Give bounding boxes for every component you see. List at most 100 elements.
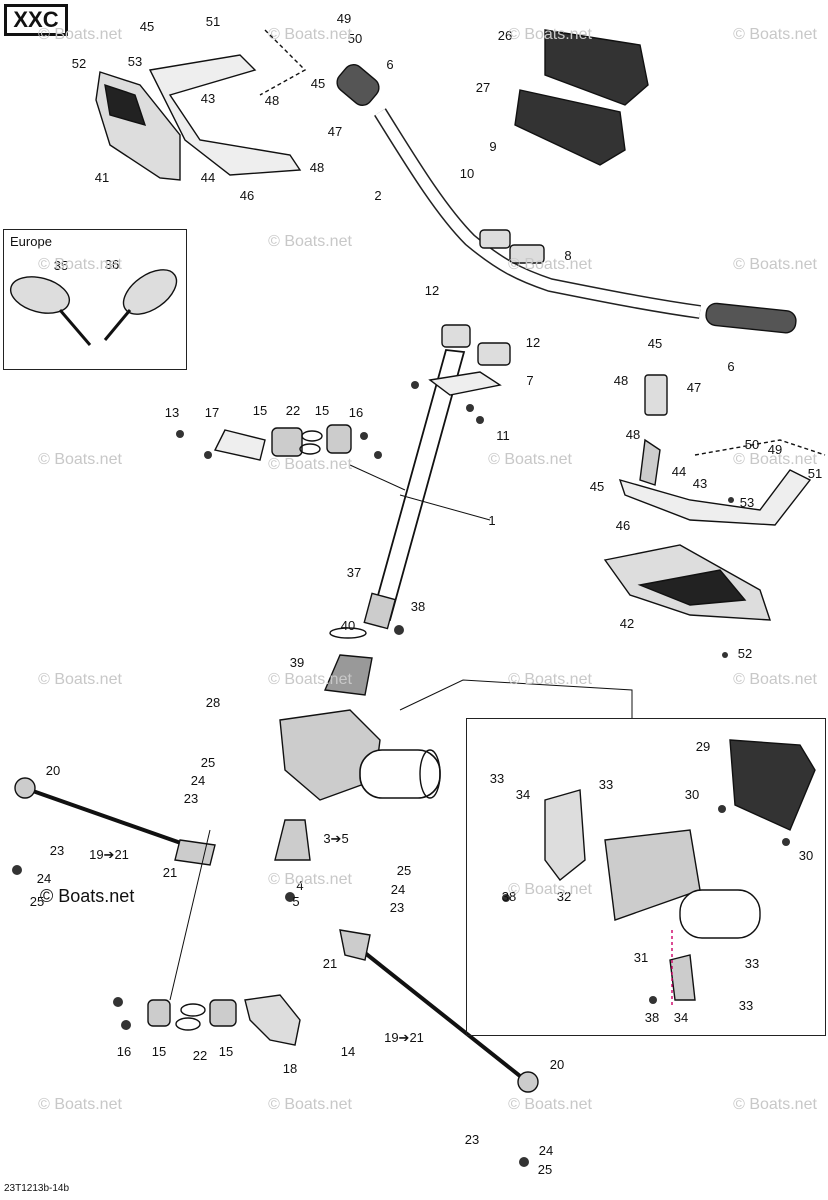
part-label: 30 bbox=[684, 787, 700, 802]
part-label: 45 bbox=[589, 479, 605, 494]
part-label: 2 bbox=[374, 188, 382, 203]
part-label: 12 bbox=[525, 335, 541, 350]
part-label: 25 bbox=[200, 755, 216, 770]
diagram-code: 23T1213b-14b bbox=[4, 1183, 70, 1194]
part-label: 11 bbox=[496, 428, 510, 443]
part-label: 48 bbox=[264, 93, 280, 108]
watermark: © Boats.net bbox=[38, 671, 122, 688]
part-label: 47 bbox=[327, 124, 343, 139]
part-label: 27 bbox=[475, 80, 491, 95]
model-badge: XXC bbox=[4, 4, 68, 36]
watermark: © Boats.net bbox=[508, 881, 592, 898]
part-label: 45 bbox=[647, 336, 663, 351]
part-label: 53 bbox=[739, 495, 755, 510]
europe-inset-title: Europe bbox=[10, 234, 52, 249]
skid-plate-29 bbox=[729, 739, 816, 831]
part-label: 33 bbox=[744, 956, 760, 971]
part-label: 6 bbox=[386, 57, 394, 72]
part-label: 37 bbox=[346, 565, 362, 580]
part-label: 24 bbox=[190, 773, 206, 788]
part-label: 28 bbox=[205, 695, 221, 710]
boats-logo: © Boats.net bbox=[40, 886, 135, 906]
part-label: 50 bbox=[347, 31, 363, 46]
part-label: 3➔5 bbox=[323, 831, 349, 846]
part-label: 10 bbox=[459, 166, 475, 181]
mount-bracket-32 bbox=[544, 789, 586, 881]
part-label: 38 bbox=[501, 889, 517, 904]
part-label: 32 bbox=[556, 889, 572, 904]
part-label: 14 bbox=[340, 1044, 356, 1059]
part-label: 20 bbox=[549, 1057, 565, 1072]
part-label: 15 bbox=[151, 1044, 167, 1059]
part-label: 43 bbox=[692, 476, 708, 491]
part-label: 46 bbox=[615, 518, 631, 533]
pitman-arm bbox=[274, 819, 311, 861]
part-label: 25 bbox=[396, 863, 412, 878]
part-label: 44 bbox=[200, 170, 216, 185]
part-label: 22 bbox=[192, 1048, 208, 1063]
upper-clamp-left bbox=[479, 229, 511, 249]
guard-bracket-left bbox=[148, 54, 302, 176]
tie-rod-left bbox=[29, 788, 196, 850]
watermark: © Boats.net bbox=[488, 451, 572, 468]
watermark: © Boats.net bbox=[268, 26, 352, 43]
part-label: 47 bbox=[686, 380, 702, 395]
right-grip bbox=[705, 302, 797, 334]
part-label: 45 bbox=[310, 76, 326, 91]
part-label: 33 bbox=[738, 998, 754, 1013]
part-label: 22 bbox=[285, 403, 301, 418]
part-label: 4 bbox=[296, 878, 304, 893]
tie-rod-right bbox=[353, 943, 527, 1082]
guard-bracket-right bbox=[618, 469, 812, 526]
part-label: 21 bbox=[162, 865, 178, 880]
steering-box-detail-inset bbox=[466, 718, 826, 1036]
watermark: © Boats.net bbox=[508, 1096, 592, 1113]
part-label: 30 bbox=[798, 848, 814, 863]
lower-clamp-left bbox=[441, 324, 471, 348]
part-label: 6 bbox=[727, 359, 735, 374]
lower-clamp-right bbox=[477, 342, 511, 366]
mirror-35 bbox=[9, 276, 71, 314]
watermark: © Boats.net bbox=[38, 256, 122, 273]
part-label: 23 bbox=[49, 843, 65, 858]
left-grip bbox=[336, 64, 380, 106]
bushing-15b bbox=[209, 999, 237, 1027]
part-label: 16 bbox=[116, 1044, 132, 1059]
part-label: 38 bbox=[644, 1010, 660, 1025]
part-label: 16 bbox=[348, 405, 364, 420]
part-label: 34 bbox=[673, 1010, 689, 1025]
part-label: 50 bbox=[744, 437, 760, 452]
part-label: 43 bbox=[200, 91, 216, 106]
watermark: © Boats.net bbox=[268, 233, 352, 250]
part-label: 34 bbox=[515, 787, 531, 802]
watermark: © Boats.net bbox=[733, 26, 817, 43]
watermark: © Boats.net bbox=[733, 256, 817, 273]
part-label: 25 bbox=[537, 1162, 553, 1177]
part-label: 35 bbox=[53, 258, 69, 273]
bracket-18 bbox=[244, 994, 301, 1046]
part-label: 23 bbox=[464, 1132, 480, 1147]
part-label: 44 bbox=[671, 464, 687, 479]
part-label: 48 bbox=[309, 160, 325, 175]
bushing-15d bbox=[326, 424, 352, 454]
part-label: 7 bbox=[526, 373, 534, 388]
part-label: 13 bbox=[164, 405, 180, 420]
part-label: 8 bbox=[564, 248, 572, 263]
watermark: © Boats.net bbox=[733, 671, 817, 688]
part-label: 52 bbox=[737, 646, 753, 661]
part-label: 19➔21 bbox=[89, 847, 129, 862]
part-label: 15 bbox=[314, 403, 330, 418]
watermark: © Boats.net bbox=[268, 671, 352, 688]
part-label: 51 bbox=[807, 466, 823, 481]
part-label: 24 bbox=[538, 1143, 554, 1158]
part-label: 20 bbox=[45, 763, 61, 778]
part-label: 45 bbox=[139, 19, 155, 34]
watermark: © Boats.net bbox=[268, 871, 352, 888]
part-label: 29 bbox=[695, 739, 711, 754]
part-label: 26 bbox=[497, 28, 513, 43]
bushing-15c bbox=[271, 427, 303, 457]
part-label: 24 bbox=[36, 871, 52, 886]
part-label: 52 bbox=[71, 56, 87, 71]
watermark: © Boats.net bbox=[508, 26, 592, 43]
